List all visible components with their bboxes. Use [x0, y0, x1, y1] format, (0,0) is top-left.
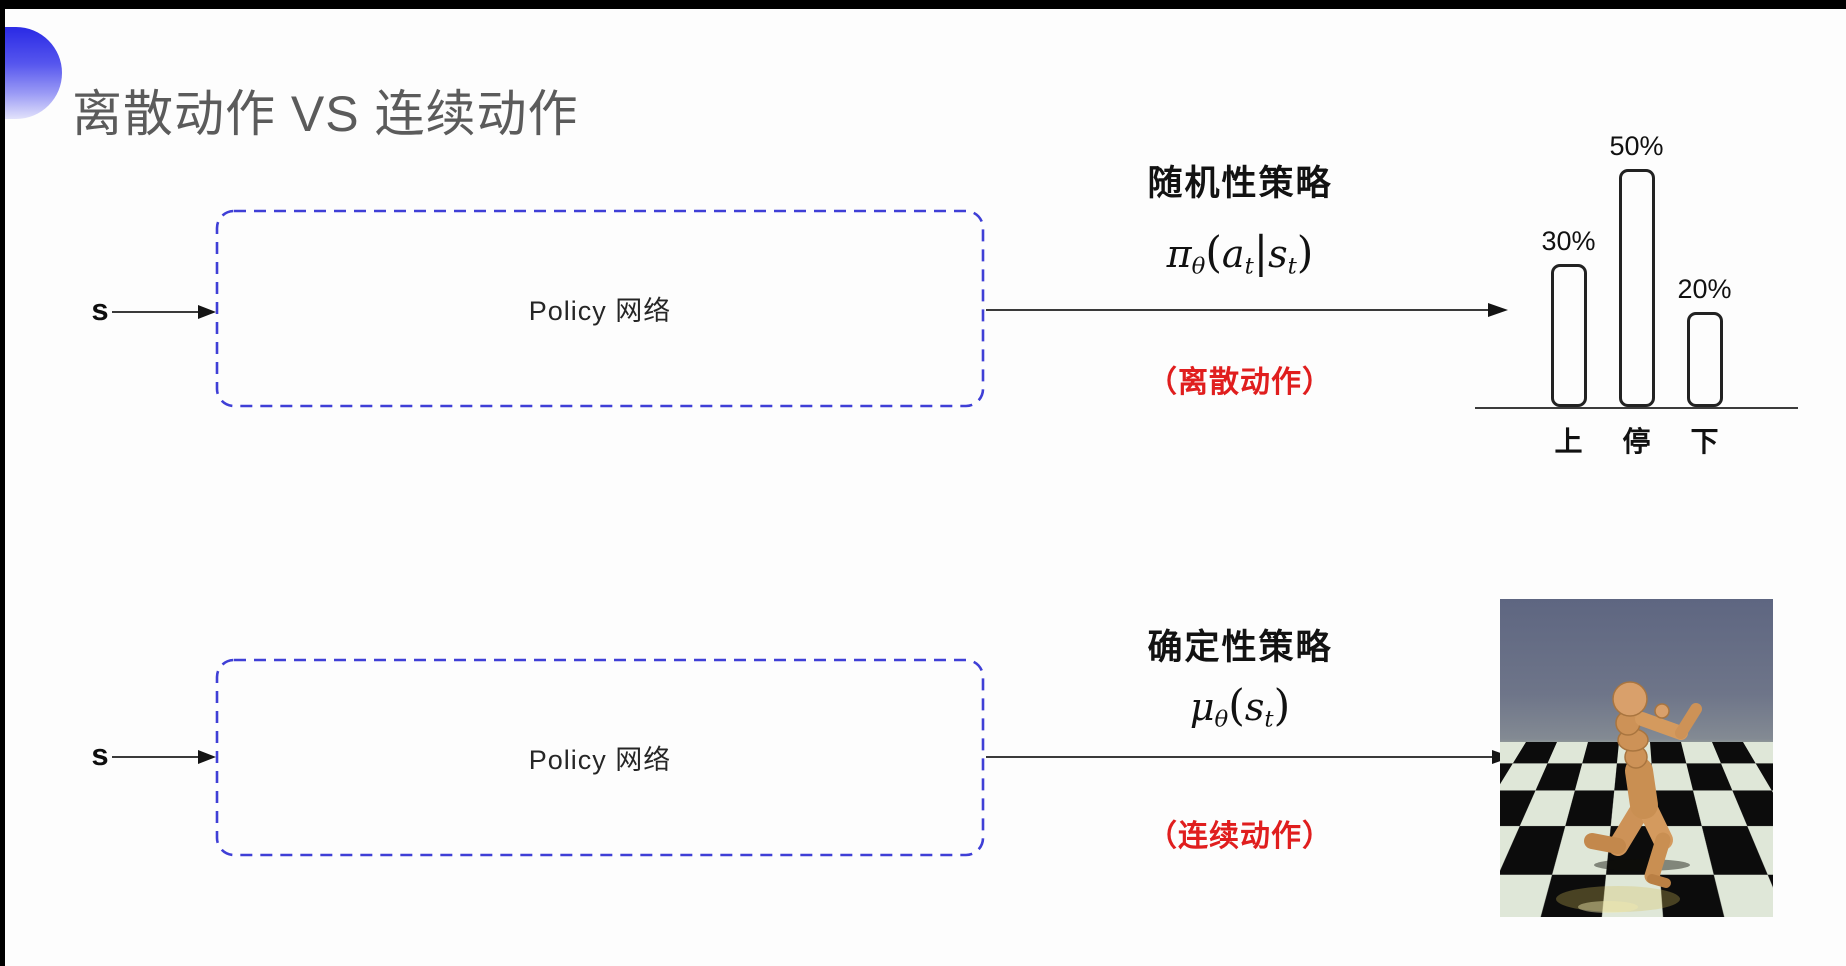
formula-segment: θ — [1191, 253, 1206, 280]
chart-bar — [1686, 312, 1723, 407]
formula-segment: t — [1287, 253, 1297, 280]
state-input-label-bottom: s — [91, 737, 109, 772]
continuous-action-note: （连续动作） — [1147, 820, 1333, 853]
blue-sphere-decoration — [5, 27, 62, 119]
arrow-policy-to-output-bottom — [986, 750, 1512, 764]
formula-segment: ( — [1205, 228, 1222, 278]
action-probability-chart: 30% 50% 20% — [1475, 95, 1798, 407]
arrow-state-to-policy-top — [112, 305, 216, 319]
stochastic-policy-formula: πθ(at|st) — [1050, 228, 1430, 279]
deterministic-policy-title: 确定性策略 — [1147, 628, 1333, 667]
policy-network-label-top: Policy 网络 — [528, 296, 672, 326]
chart-bar — [1618, 169, 1655, 407]
formula-segment: ) — [1273, 681, 1291, 731]
chart-bar-group: 50% — [1609, 131, 1664, 407]
policy-network-box-top: Policy 网络 — [215, 209, 985, 408]
policy-network-label-bottom: Policy 网络 — [528, 745, 672, 775]
discrete-action-note: （离散动作） — [1147, 366, 1333, 399]
dashed-border — [215, 209, 985, 408]
formula-segment: π — [1166, 232, 1192, 276]
chart-category-labels: 上停下 — [1475, 420, 1798, 460]
bar-value-label: 20% — [1677, 274, 1732, 304]
deterministic-policy-formula: μθ(st) — [1050, 681, 1430, 732]
formula-segment: ) — [1296, 228, 1314, 278]
chart-bar — [1550, 264, 1587, 407]
formula-segment: a — [1221, 232, 1245, 276]
formula-segment: s — [1268, 232, 1288, 276]
chart-baseline — [1475, 407, 1798, 409]
letterbox-left-bar — [0, 0, 5, 966]
letterbox-top-bar — [0, 0, 1846, 9]
formula-segment: | — [1253, 228, 1269, 278]
formula-segment: μ — [1189, 685, 1215, 729]
bar-value-label: 30% — [1541, 226, 1596, 256]
chart-bar-group: 30% — [1541, 226, 1596, 407]
state-input-label-top: s — [91, 292, 109, 327]
formula-segment: ( — [1228, 681, 1245, 731]
bar-category-label: 下 — [1690, 426, 1719, 457]
dashed-border — [215, 658, 985, 857]
formula-segment: θ — [1214, 706, 1229, 733]
formula-segment: s — [1244, 685, 1265, 729]
formula-segment: t — [1264, 706, 1274, 733]
chart-bar-group: 20% — [1677, 274, 1732, 407]
arrow-state-to-policy-bottom — [112, 750, 216, 764]
bar-category-label: 上 — [1554, 426, 1583, 457]
formula-segment: t — [1244, 253, 1254, 280]
humanoid-robot — [1556, 681, 1702, 913]
policy-network-box-bottom: Policy 网络 — [215, 658, 985, 857]
humanoid-simulation-image — [1500, 599, 1773, 917]
arrow-policy-to-output-top — [986, 303, 1508, 317]
bar-value-label: 50% — [1609, 131, 1664, 161]
page-title: 离散动作 VS 连续动作 — [72, 85, 579, 142]
bar-category-label: 停 — [1622, 426, 1651, 457]
stochastic-policy-title: 随机性策略 — [1147, 164, 1333, 203]
